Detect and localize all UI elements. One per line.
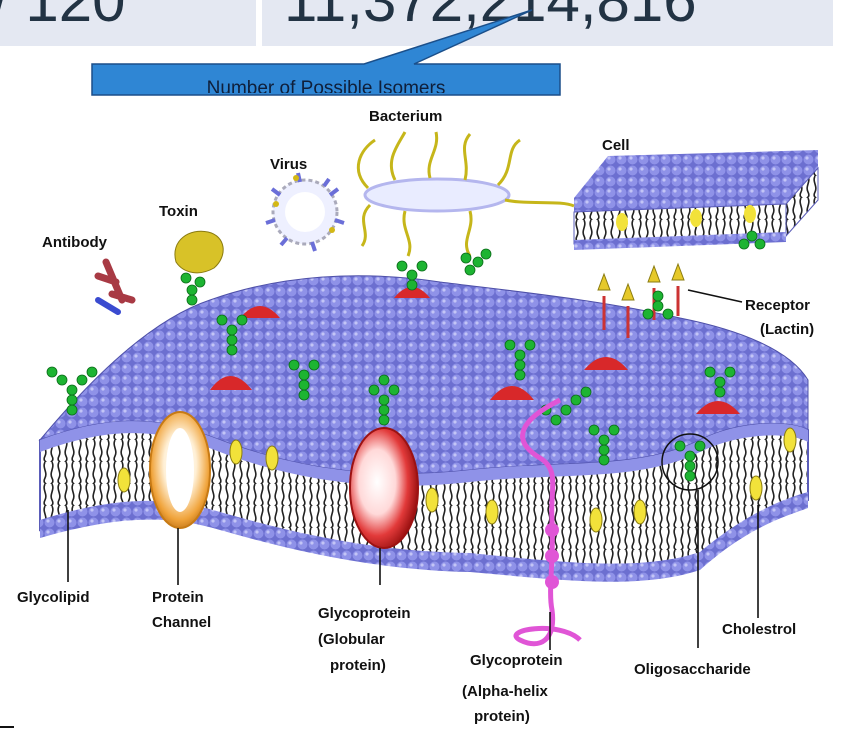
label-glycoprotein-globular-line3: protein)	[330, 656, 386, 675]
label-oligosaccharide: Oligosaccharide	[634, 660, 751, 679]
label-bacterium: Bacterium	[369, 107, 442, 126]
toxin	[175, 231, 223, 273]
label-toxin: Toxin	[159, 202, 198, 221]
label-glycoprotein-alpha-line2: (Alpha-helix	[462, 682, 548, 701]
label-glycoprotein-globular-line2: (Globular	[318, 630, 385, 649]
globular-glycoprotein	[350, 428, 418, 548]
sugar-chain-2	[181, 273, 205, 305]
protein-channel	[150, 412, 210, 528]
label-lactin: (Lactin)	[760, 320, 814, 339]
virus	[266, 173, 344, 251]
label-cholestrol: Cholestrol	[722, 620, 796, 639]
label-antibody: Antibody	[42, 233, 107, 252]
cell-membrane	[40, 276, 808, 582]
sugar-chain-7	[461, 249, 491, 275]
label-receptor: Receptor	[745, 296, 810, 315]
label-virus: Virus	[270, 155, 307, 174]
label-glycoprotein-alpha-line1: Glycoprotein	[470, 651, 563, 670]
cell-slab	[574, 150, 818, 250]
label-protein-channel-line2: Channel	[152, 613, 211, 632]
bacterium	[358, 132, 574, 256]
label-protein-channel-line1: Protein	[152, 588, 204, 607]
label-glycolipid: Glycolipid	[17, 588, 90, 607]
callout-text: Number of Possible Isomers	[92, 69, 560, 93]
label-glycoprotein-alpha-line3: protein)	[474, 707, 530, 726]
antibody	[98, 262, 132, 312]
label-glycoprotein-globular-line1: Glycoprotein	[318, 604, 411, 623]
label-cell: Cell	[602, 136, 630, 155]
